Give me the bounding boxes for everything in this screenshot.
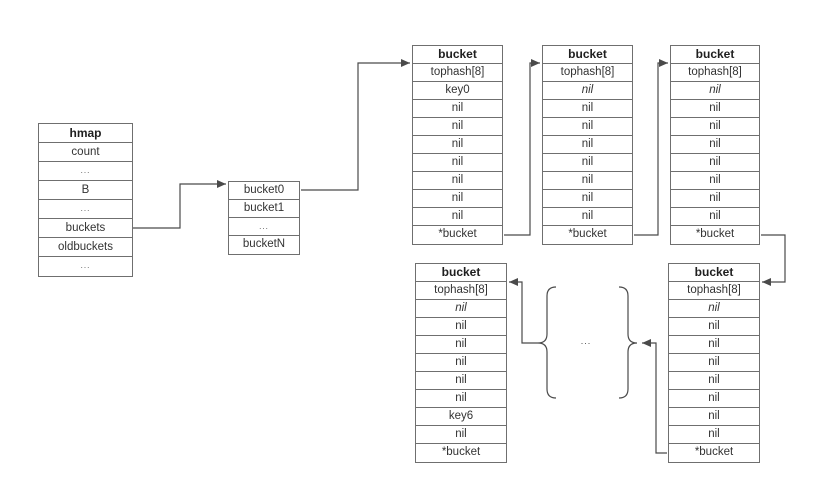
table-cell: nil (416, 390, 506, 408)
bucket-title: bucket (416, 264, 506, 282)
table-cell: nil (543, 208, 632, 226)
bucket-title: bucket (671, 46, 759, 64)
table-cell: nil (543, 118, 632, 136)
bucket-table-2: bucket tophash[8] nil nil nil nil nil ni… (542, 45, 633, 245)
table-cell: key6 (416, 408, 506, 426)
bucket-array-row: bucketN (229, 236, 299, 254)
table-cell: nil (671, 154, 759, 172)
table-cell: *bucket (413, 226, 502, 244)
table-cell: nil (543, 154, 632, 172)
bucket-title: bucket (413, 46, 502, 64)
hmap-row-ellipsis: ... (39, 200, 132, 219)
table-cell: nil (543, 136, 632, 154)
table-cell: nil (671, 100, 759, 118)
connector-buckets-to-array (133, 180, 226, 229)
table-cell: nil (669, 390, 759, 408)
table-cell: nil (669, 336, 759, 354)
table-cell: nil (671, 208, 759, 226)
table-cell: tophash[8] (543, 64, 632, 82)
table-cell: nil (669, 318, 759, 336)
table-cell: tophash[8] (671, 64, 759, 82)
table-cell: nil (671, 190, 759, 208)
table-cell: *bucket (416, 444, 506, 462)
bucket-table-1: bucket tophash[8] key0 nil nil nil nil n… (412, 45, 503, 245)
bucket-table-bottom-left: bucket tophash[8] nil nil nil nil nil ni… (415, 263, 507, 463)
table-cell: nil (669, 300, 759, 318)
table-cell: nil (543, 190, 632, 208)
table-cell: nil (543, 172, 632, 190)
table-cell: nil (416, 354, 506, 372)
table-cell: tophash[8] (416, 282, 506, 300)
bucket-table-bottom-right: bucket tophash[8] nil nil nil nil nil ni… (668, 263, 760, 463)
table-cell: nil (416, 336, 506, 354)
table-cell: nil (413, 118, 502, 136)
connector-bucket2-to-bucket3 (634, 59, 668, 236)
bucket-array-row: bucket0 (229, 182, 299, 200)
table-cell: nil (669, 426, 759, 444)
connector-bucket1-to-bucket2 (504, 59, 540, 236)
hmap-table: hmap count ... B ... buckets oldbuckets … (38, 123, 133, 277)
table-cell: nil (543, 82, 632, 100)
bucket-table-3: bucket tophash[8] nil nil nil nil nil ni… (670, 45, 760, 245)
bucket-title: bucket (543, 46, 632, 64)
table-cell: nil (416, 426, 506, 444)
table-cell: nil (413, 190, 502, 208)
table-cell: nil (669, 354, 759, 372)
hmap-row-buckets: buckets (39, 219, 132, 238)
left-brace (537, 286, 557, 399)
bucket-array-row: bucket1 (229, 200, 299, 218)
table-cell: nil (413, 172, 502, 190)
table-cell: nil (413, 208, 502, 226)
table-cell: key0 (413, 82, 502, 100)
chain-ellipsis-label: ... (580, 336, 592, 346)
table-cell: nil (413, 100, 502, 118)
hmap-row-ellipsis: ... (39, 162, 132, 181)
hmap-row-oldbuckets: oldbuckets (39, 238, 132, 257)
table-cell: tophash[8] (413, 64, 502, 82)
right-brace (618, 286, 638, 399)
hmap-row-count: count (39, 143, 132, 162)
table-cell: nil (416, 372, 506, 390)
table-cell: nil (671, 82, 759, 100)
table-cell: nil (413, 154, 502, 172)
table-cell: *bucket (543, 226, 632, 244)
bucket-array-table: bucket0 bucket1 ... bucketN (228, 181, 300, 255)
table-cell: nil (543, 100, 632, 118)
hmap-row-b: B (39, 181, 132, 200)
table-cell: nil (671, 172, 759, 190)
table-cell: nil (671, 118, 759, 136)
table-cell: nil (416, 318, 506, 336)
connector-ellipsis-to-bottom-left (509, 278, 538, 344)
connector-bucket0-to-bucket1 (301, 59, 410, 191)
hmap-title: hmap (39, 124, 132, 143)
bucket-array-row-ellipsis: ... (229, 218, 299, 236)
bucket-title: bucket (669, 264, 759, 282)
table-cell: nil (413, 136, 502, 154)
table-cell: nil (671, 136, 759, 154)
table-cell: tophash[8] (669, 282, 759, 300)
table-cell: nil (669, 408, 759, 426)
table-cell: *bucket (669, 444, 759, 462)
connector-bucket3-to-bottom-right (761, 234, 786, 286)
hmap-row-ellipsis: ... (39, 257, 132, 276)
table-cell: nil (416, 300, 506, 318)
table-cell: *bucket (671, 226, 759, 244)
connector-bottom-right-to-ellipsis (642, 339, 667, 454)
table-cell: nil (669, 372, 759, 390)
